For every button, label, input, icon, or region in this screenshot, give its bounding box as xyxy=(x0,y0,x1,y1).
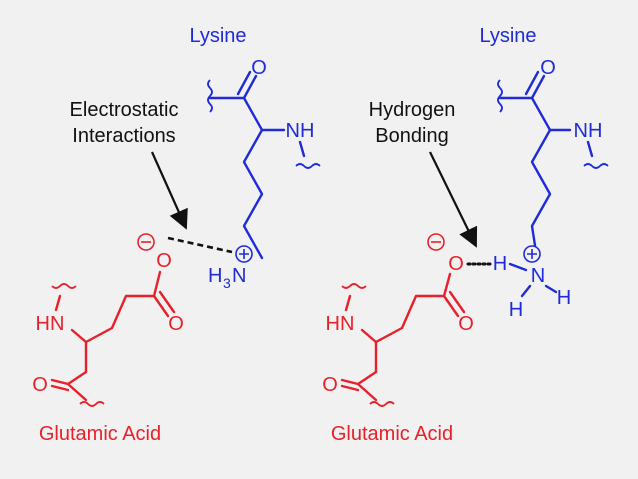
right-amine-h-right: H xyxy=(557,287,571,309)
left-lysine-carbonyl-bond xyxy=(236,70,258,100)
right-annotation: Hydrogen Bonding xyxy=(369,99,492,266)
right-lysine-nh: NH xyxy=(574,120,603,142)
right-glutamate-title: Glutamic Acid xyxy=(331,423,453,445)
left-annotation-arrow xyxy=(150,151,188,230)
right-nh-up-bond xyxy=(344,294,352,312)
right-amine-h-left: H xyxy=(509,299,523,321)
left-glu-wavy-bond-nh xyxy=(51,283,77,289)
right-carboxylate-o-top: O xyxy=(448,253,464,275)
right-lysine-carbonyl-o: O xyxy=(540,57,556,79)
left-glu-down-bond xyxy=(66,382,88,402)
right-carboxylate-o-bottom: O xyxy=(458,313,474,335)
left-amine-subscript: 3 xyxy=(223,275,231,291)
left-glutamate-title: Glutamic Acid xyxy=(39,423,161,445)
right-lysine-wavy-bond-top xyxy=(497,79,503,113)
right-nh-to-h-bond xyxy=(508,262,528,272)
right-annotation-arrow xyxy=(429,151,478,248)
right-glu-carbonyl-double-bond xyxy=(340,378,360,392)
left-lysine: Lysine O NH H 3 N xyxy=(189,25,321,291)
right-glu-wavy-bond-nh xyxy=(341,283,367,289)
left-glu-carbonyl-double-bond xyxy=(50,378,70,392)
right-lysine-nh-down-bond xyxy=(586,140,594,158)
right-lysine-carbonyl-bond xyxy=(524,70,546,100)
right-glutamate-chain xyxy=(356,272,452,386)
right-glutamate: O O HN O Glutamic Acid xyxy=(322,233,474,445)
left-nh-up-bond xyxy=(54,294,62,312)
right-lysine-backbone xyxy=(498,96,552,254)
right-n-h-left-bond xyxy=(520,284,532,298)
left-lysine-nh-down-bond xyxy=(298,140,306,158)
left-plus-sign-icon xyxy=(239,249,249,259)
left-glu-wavy-bond-bottom xyxy=(79,401,105,407)
right-lysine-wavy-bond-nh xyxy=(583,163,609,169)
left-glutamate: O O HN O Glutamic Acid xyxy=(32,233,184,445)
left-carboxyl-double-bond xyxy=(152,290,176,318)
left-glu-nh: HN xyxy=(36,313,65,335)
right-annotation-line2: Bonding xyxy=(375,125,448,147)
left-lysine-wavy-bond-nh xyxy=(295,163,321,169)
left-carboxylate-o-bottom: O xyxy=(168,313,184,335)
left-panel: Lysine O NH H 3 N Electrostatic Interact… xyxy=(32,25,321,445)
right-glu-carbonyl-o: O xyxy=(322,374,338,396)
right-annotation-line1: Hydrogen xyxy=(369,99,456,121)
left-amine-h: H xyxy=(208,265,222,287)
right-plus-sign-icon xyxy=(527,249,537,259)
right-glu-wavy-bond-bottom xyxy=(369,401,395,407)
left-amine-n: N xyxy=(232,265,246,287)
left-lysine-wavy-bond-top xyxy=(207,79,213,113)
right-alpha-nh-bond xyxy=(360,328,378,344)
left-glutamate-chain xyxy=(66,270,162,386)
left-annotation: Electrostatic Interactions xyxy=(70,99,233,254)
left-annotation-line2: Interactions xyxy=(72,125,175,147)
left-lysine-title: Lysine xyxy=(189,25,246,47)
left-carboxylate-o-top: O xyxy=(156,250,172,272)
left-lysine-nh: NH xyxy=(286,120,315,142)
right-panel: Lysine O NH H N H H Hydrogen Bonding xyxy=(322,25,609,445)
left-alpha-nh-bond xyxy=(70,328,88,344)
right-carboxyl-double-bond xyxy=(442,290,466,318)
right-glu-down-bond xyxy=(356,382,378,402)
right-glu-nh: HN xyxy=(326,313,355,335)
left-glu-carbonyl-o: O xyxy=(32,374,48,396)
right-h-bond-h: H xyxy=(493,253,507,275)
left-lysine-backbone xyxy=(208,96,264,260)
right-n-h-right-bond xyxy=(544,284,558,294)
left-electrostatic-dashed-line xyxy=(167,236,233,254)
right-lysine-title: Lysine xyxy=(479,25,536,47)
right-amine-n: N xyxy=(531,265,545,287)
right-lysine: Lysine O NH H N H H xyxy=(479,25,609,321)
left-annotation-line1: Electrostatic xyxy=(70,99,179,121)
left-lysine-carbonyl-o: O xyxy=(251,57,267,79)
